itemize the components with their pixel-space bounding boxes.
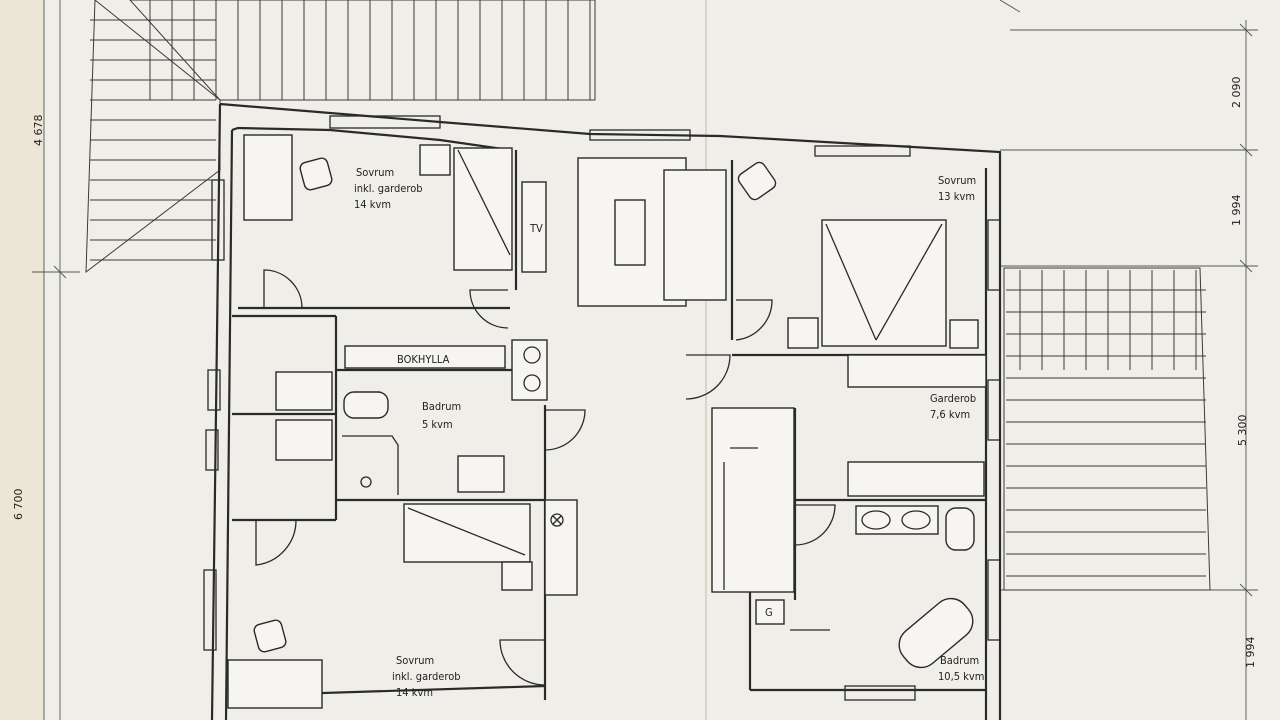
roof-top-hatched — [129, 0, 596, 101]
closet-hall — [711, 407, 795, 593]
dimension-left-lower: 6 700 — [12, 489, 25, 521]
room-name: Sovrum — [356, 166, 394, 179]
room-area: 13 kvm — [938, 190, 975, 203]
room-label-sovrum-right: Sovrum 13 kvm — [938, 174, 976, 203]
dimension-left-upper: 4 678 — [32, 115, 45, 147]
room-label-sovrum-bottom-left: Sovrum inkl. garderob 14 kvm — [392, 654, 461, 699]
room-name: Sovrum — [396, 654, 434, 667]
dimension-right-upper: 1 994 — [1230, 195, 1243, 227]
room-note: inkl. garderob — [354, 182, 423, 195]
dimension-right-bottom: 1 994 — [1244, 637, 1257, 669]
bookshelf-label: BOKHYLLA — [397, 353, 450, 366]
furniture-sovrum-right — [737, 161, 979, 349]
furniture-living — [511, 157, 727, 596]
paper-edge-left — [0, 0, 44, 720]
furniture-badrum-left — [342, 391, 505, 495]
room-area: 7,6 kvm — [930, 408, 970, 421]
roof-right-hatched — [1003, 267, 1211, 591]
furniture-badrum-right — [755, 505, 975, 669]
garderob-shelves — [847, 354, 987, 497]
doors — [255, 269, 836, 686]
bookshelf — [344, 345, 506, 369]
room-area: 14 kvm — [396, 686, 433, 699]
room-label-sovrum-top-left: Sovrum inkl. garderob 14 kvm — [354, 166, 423, 211]
furniture-sovrum-bottom-left — [227, 503, 533, 709]
room-name: Garderob — [930, 392, 976, 405]
room-label-badrum-right: Badrum 10,5 kvm — [938, 654, 984, 683]
roof-left-hatched — [85, 0, 221, 274]
room-name: Badrum — [422, 400, 461, 413]
windows — [203, 115, 1001, 701]
wardrobes-left — [275, 371, 333, 461]
dimension-right-middle: 5 300 — [1236, 415, 1249, 447]
dimension-right-top: 2 090 — [1230, 77, 1243, 109]
room-area: 14 kvm — [354, 198, 391, 211]
g-label: G — [765, 606, 773, 619]
room-name: Badrum — [940, 654, 979, 667]
room-area: 5 kvm — [422, 418, 453, 431]
room-label-badrum-left: Badrum 5 kvm — [422, 400, 461, 431]
room-note: inkl. garderob — [392, 670, 461, 683]
room-label-garderob: Garderob 7,6 kvm — [930, 392, 976, 421]
room-name: Sovrum — [938, 174, 976, 187]
room-area: 10,5 kvm — [938, 670, 984, 683]
tv-label: TV — [529, 222, 543, 235]
furniture-sovrum-top-left — [243, 134, 513, 271]
interior-walls — [227, 150, 986, 700]
